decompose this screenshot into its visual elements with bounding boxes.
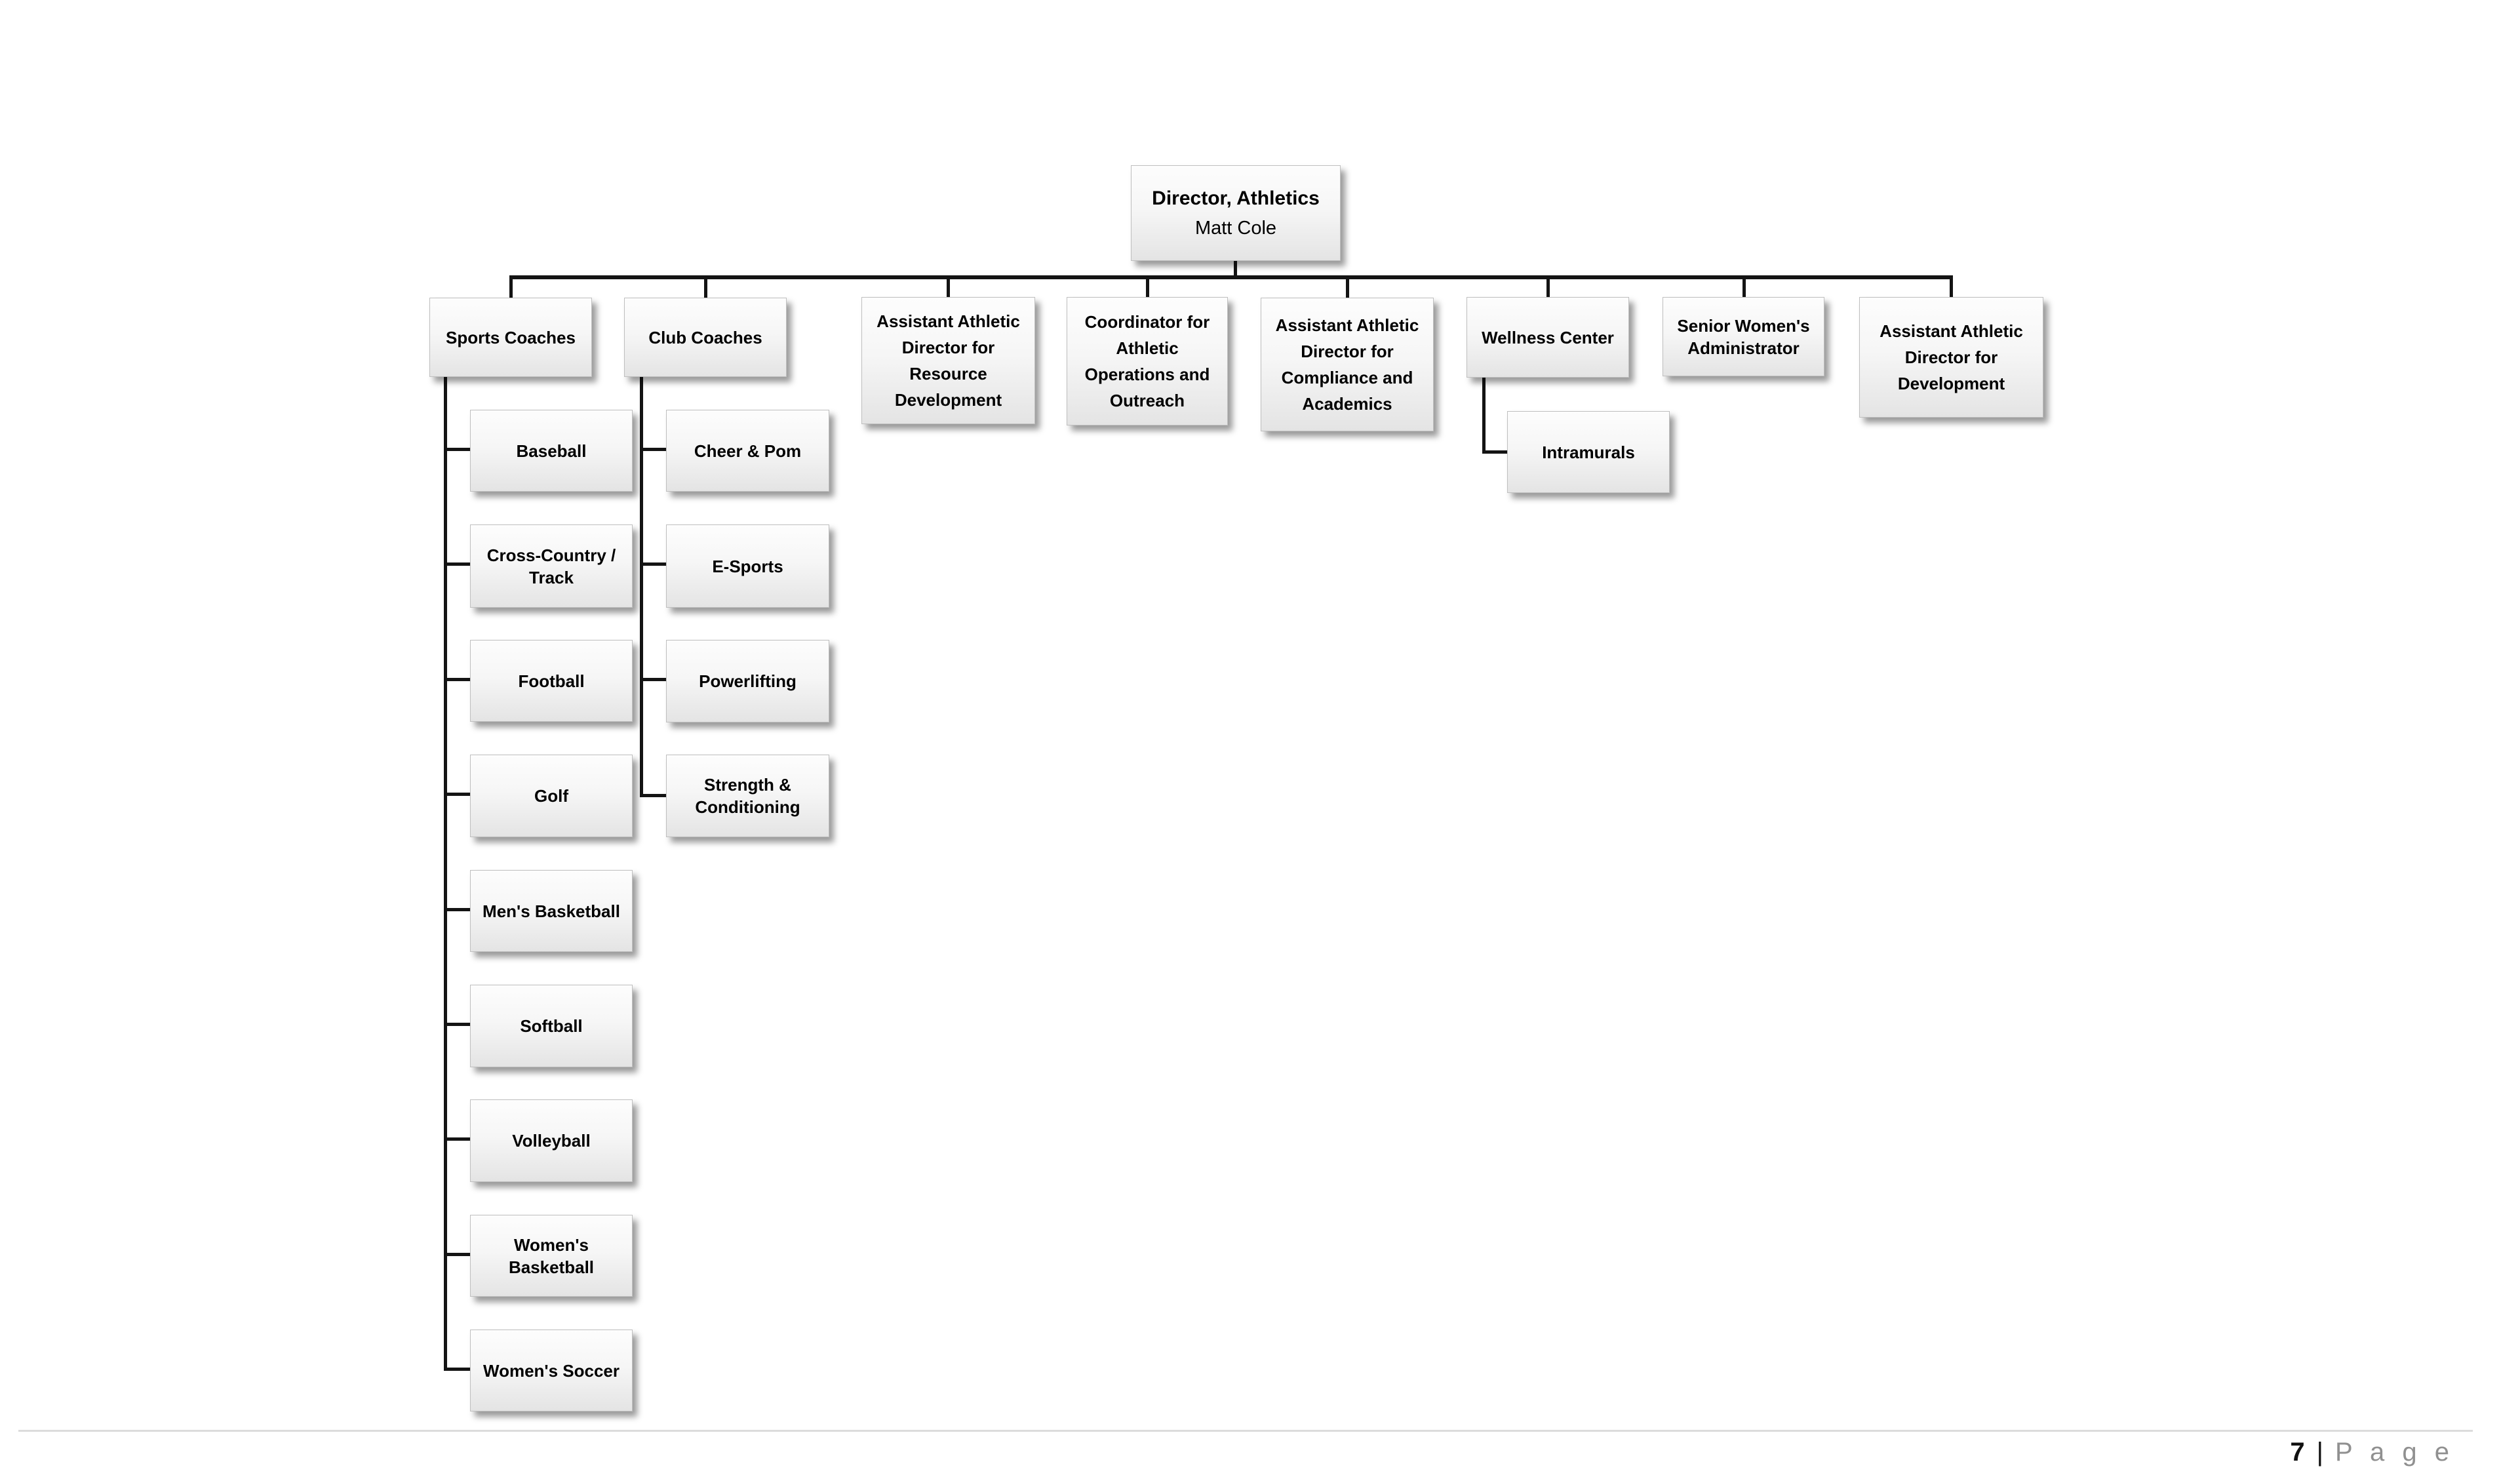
org-box-womens-basketball: Women's Basketball xyxy=(470,1215,633,1297)
connector-spine-sports xyxy=(444,376,447,1371)
footer-separator: | xyxy=(2316,1438,2323,1467)
connector-spine-wellness xyxy=(1482,377,1486,453)
org-box-baseball: Baseball xyxy=(470,410,633,492)
org-box-label: Golf xyxy=(534,786,568,806)
org-box-mens-basketball: Men's Basketball xyxy=(470,870,633,952)
connector-main-horizontal xyxy=(509,275,1953,279)
org-box-volleyball: Volleyball xyxy=(470,1099,633,1182)
org-box-football: Football xyxy=(470,640,633,722)
org-box-label: Women's Basketball xyxy=(508,1234,595,1277)
connector-stub-club xyxy=(704,278,707,298)
org-box-development: Assistant Athletic Director for Developm… xyxy=(1859,297,2043,418)
org-box-label: Volleyball xyxy=(512,1131,591,1151)
connector-elbow-womens-soccer xyxy=(444,1368,470,1371)
connector-stub-coordinator xyxy=(1146,278,1149,298)
org-box-club-coaches: Club Coaches xyxy=(624,298,787,377)
org-box-label: Sports Coaches xyxy=(446,327,576,347)
org-box-cross-country-track: Cross-Country / Track xyxy=(470,524,633,608)
org-box-label: E-Sports xyxy=(712,556,783,576)
org-box-resource-development: Assistant Athletic Director for Resource… xyxy=(861,297,1035,424)
director-title: Director, Athletics xyxy=(1152,187,1320,209)
footer-page-number: 7 xyxy=(2290,1438,2305,1467)
org-box-powerlifting: Powerlifting xyxy=(666,640,829,722)
connector-elbow-golf xyxy=(444,793,470,796)
connector-stub-senior xyxy=(1742,278,1746,298)
connector-spine-club xyxy=(640,376,643,797)
connector-stub-wellness xyxy=(1546,278,1550,298)
org-box-label: Women's Soccer xyxy=(483,1360,620,1381)
connector-elbow-strength xyxy=(640,794,666,797)
org-box-label: Cross-Country / Track xyxy=(486,545,616,587)
org-box-wellness-center: Wellness Center xyxy=(1467,297,1629,378)
connector-stub-sports xyxy=(509,278,513,298)
connector-elbow-esports xyxy=(640,562,666,566)
org-box-label: Baseball xyxy=(516,441,587,461)
org-box-label: Cheer & Pom xyxy=(694,441,802,461)
org-box-label: Club Coaches xyxy=(648,327,762,347)
connector-elbow-intramurals xyxy=(1482,450,1508,454)
connector-elbow-crosscountry xyxy=(444,562,470,566)
org-box-label: Assistant Athletic Director for Developm… xyxy=(1880,321,2023,393)
connector-elbow-cheer xyxy=(640,448,666,451)
org-box-label: Softball xyxy=(520,1016,583,1036)
connector-stub-resource xyxy=(947,278,950,298)
org-box-label: Coordinator for Athletic Operations and … xyxy=(1084,312,1210,410)
org-box-label: Assistant Athletic Director for Resource… xyxy=(876,311,1020,410)
connector-stub-compliance xyxy=(1346,278,1349,298)
org-box-label: Senior Women's Administrator xyxy=(1677,315,1810,358)
org-box-intramurals: Intramurals xyxy=(1507,411,1670,493)
org-box-label: Assistant Athletic Director for Complian… xyxy=(1275,315,1419,414)
org-box-label: Men's Basketball xyxy=(482,901,620,921)
connector-elbow-volleyball xyxy=(444,1137,470,1141)
connector-elbow-mens-basketball xyxy=(444,908,470,911)
org-box-softball: Softball xyxy=(470,985,633,1067)
org-box-label: Powerlifting xyxy=(699,671,797,691)
org-box-label: Football xyxy=(518,671,585,691)
page-footer: 7 | P a g e xyxy=(2290,1437,2454,1467)
connector-elbow-womens-basketball xyxy=(444,1253,470,1256)
director-name: Matt Cole xyxy=(1194,218,1277,239)
footer-page-label: P a g e xyxy=(2334,1438,2454,1467)
org-box-womens-soccer: Women's Soccer xyxy=(470,1330,633,1411)
org-box-sports-coaches: Sports Coaches xyxy=(429,298,592,377)
org-box-compliance-academics: Assistant Athletic Director for Complian… xyxy=(1261,298,1434,431)
org-box-label: Intramurals xyxy=(1542,442,1635,462)
org-box-strength-conditioning: Strength & Conditioning xyxy=(666,755,829,837)
org-box-senior-womens-administrator: Senior Women's Administrator xyxy=(1663,297,1824,376)
org-box-cheer-pom: Cheer & Pom xyxy=(666,410,829,492)
org-box-golf: Golf xyxy=(470,755,633,837)
connector-elbow-football xyxy=(444,678,470,681)
connector-stub-development xyxy=(1950,278,1953,298)
connector-elbow-baseball xyxy=(444,448,470,451)
org-box-label: Strength & Conditioning xyxy=(695,775,800,817)
connector-elbow-powerlifting xyxy=(640,678,666,681)
connector-director-stub xyxy=(1234,261,1237,277)
footer-divider xyxy=(18,1430,2473,1432)
connector-elbow-softball xyxy=(444,1023,470,1026)
org-box-director: Director, Athletics Matt Cole xyxy=(1131,165,1341,261)
org-box-esports: E-Sports xyxy=(666,524,829,608)
org-box-operations-outreach: Coordinator for Athletic Operations and … xyxy=(1067,297,1228,425)
org-box-label: Wellness Center xyxy=(1482,327,1614,347)
